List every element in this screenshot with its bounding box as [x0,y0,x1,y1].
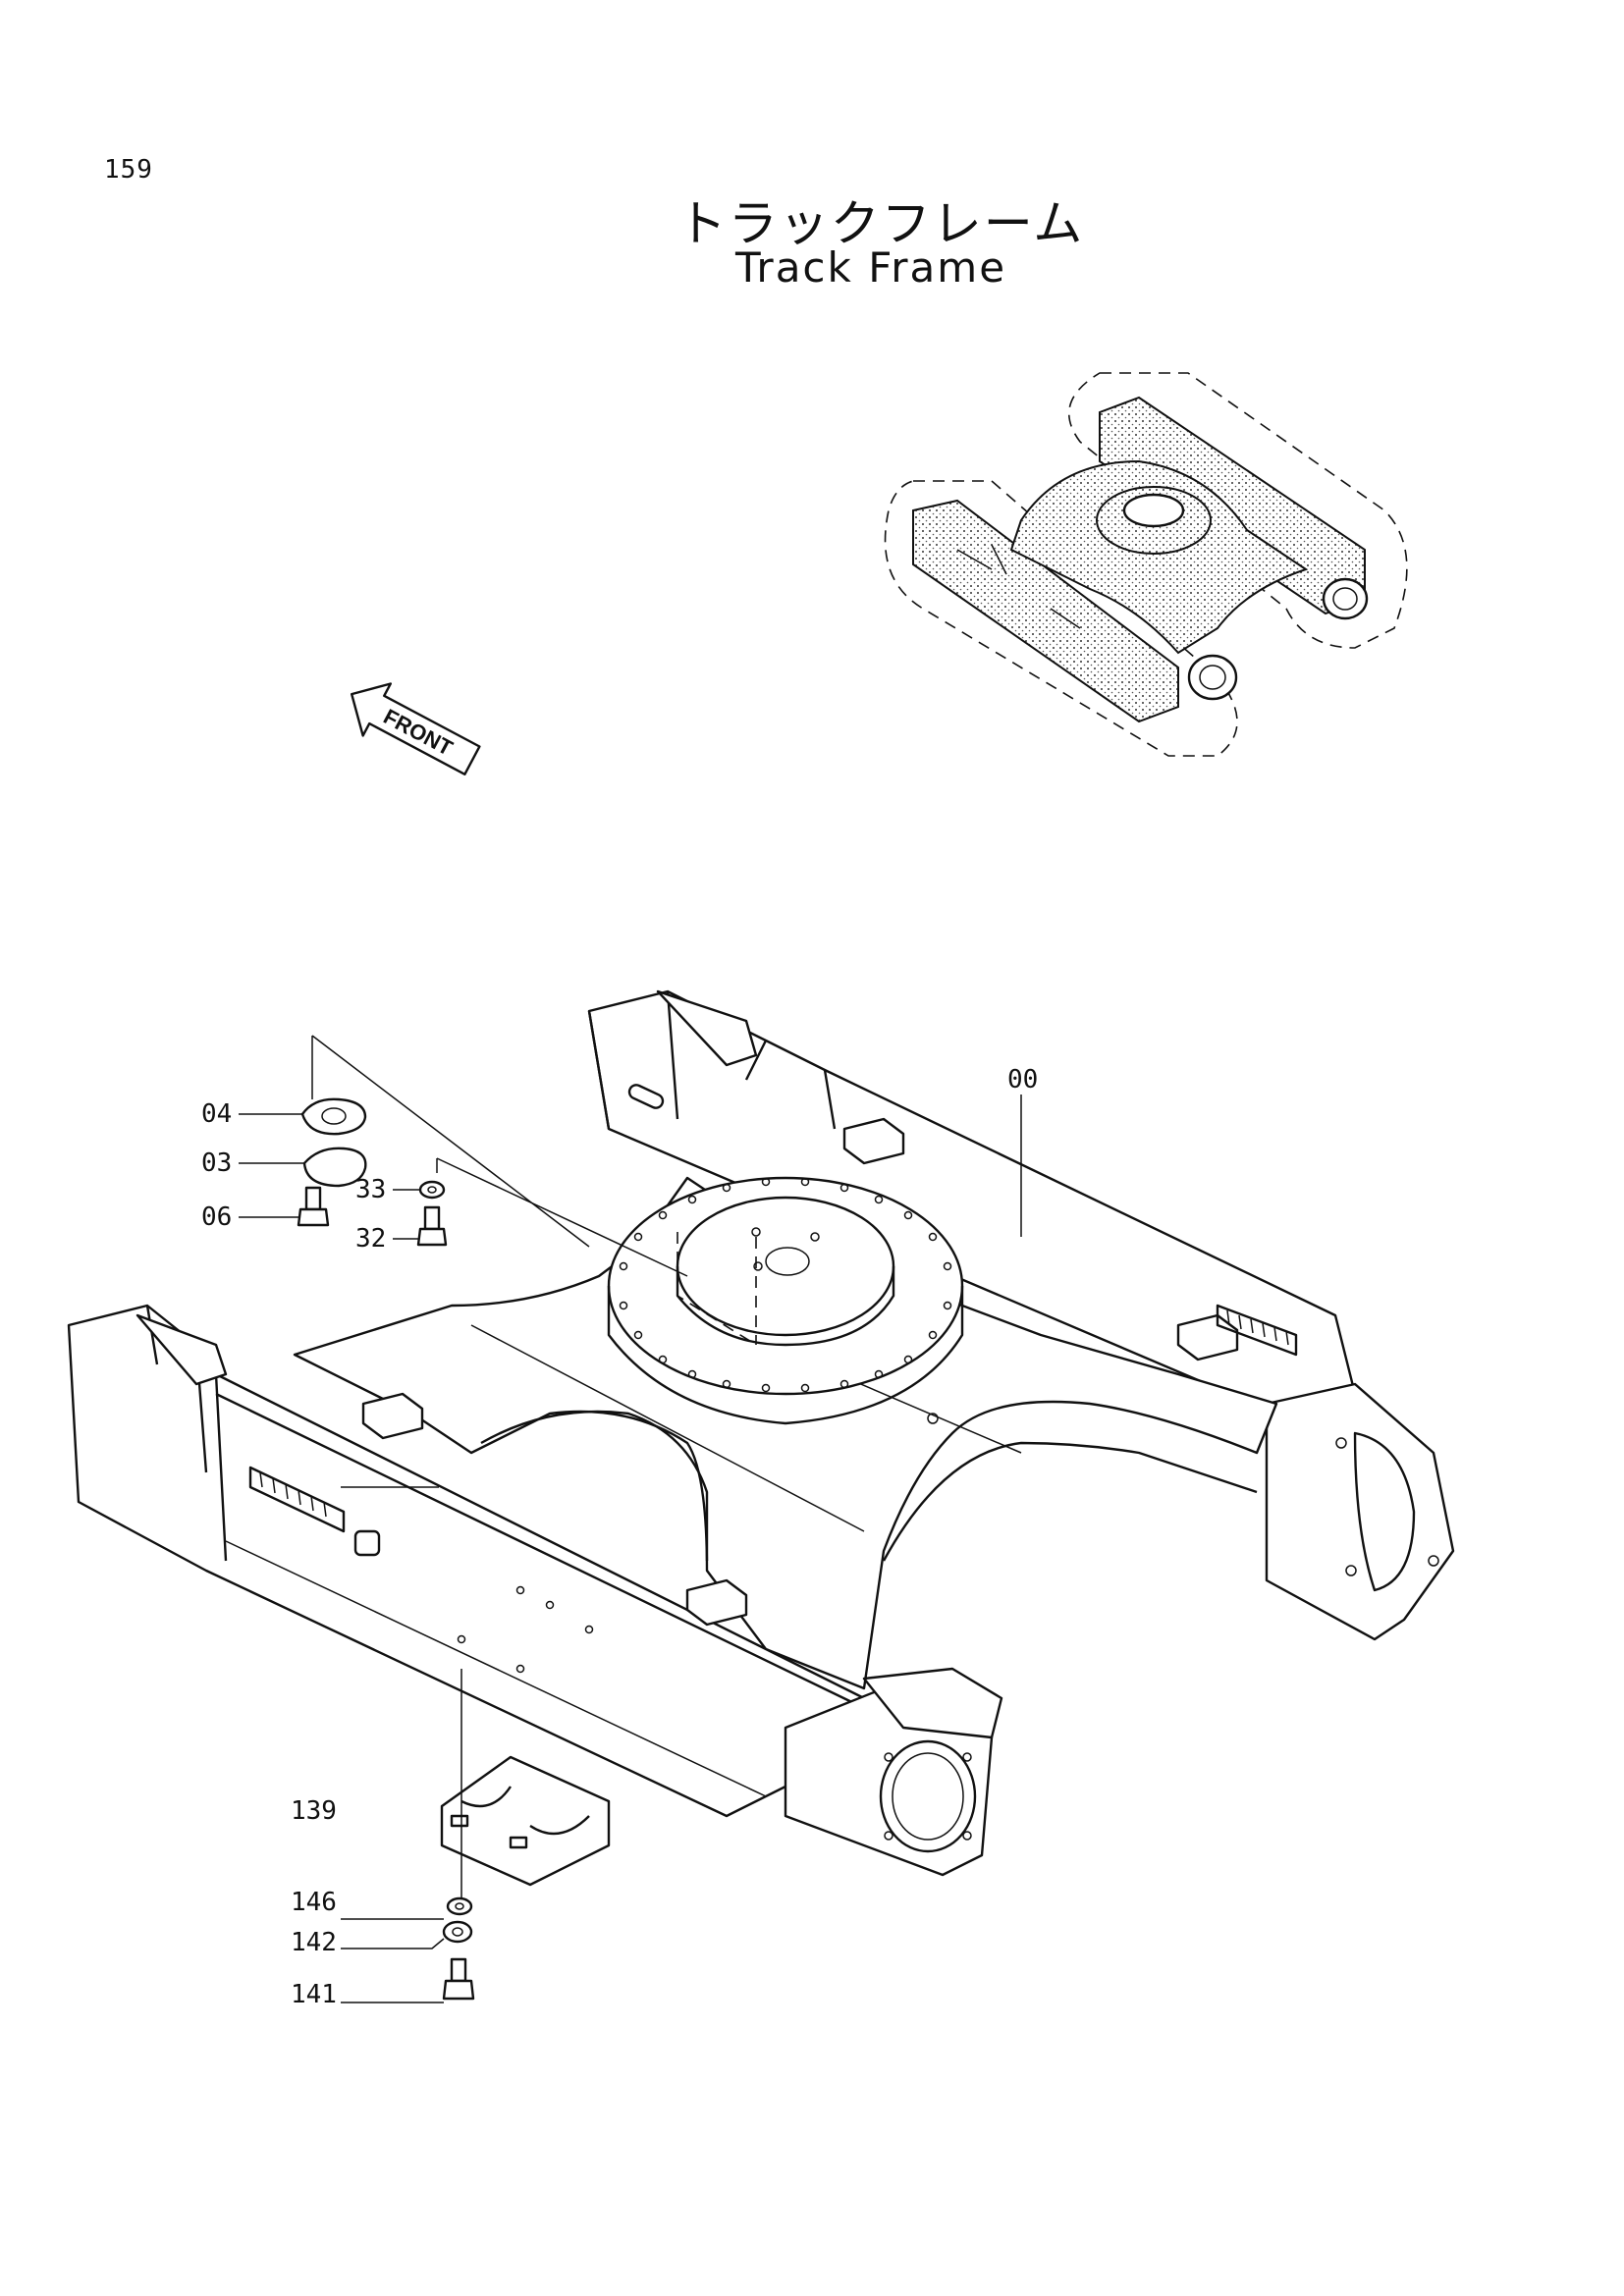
track-frame-drawing [67,989,1455,1877]
part-06-bolt [297,1186,330,1227]
front-arrow: FRONT [350,682,481,775]
callout-06: 06 [201,1202,232,1232]
callout-141: 141 [291,1980,337,2009]
page-title-japanese: トラックフレーム [677,195,1085,252]
callout-142: 142 [291,1928,337,1957]
part-04-gasket [300,1097,367,1136]
callout-03: 03 [201,1148,232,1178]
part-146-washer [446,1896,473,1916]
part-141-bolt [442,1957,475,2001]
part-33-washer [418,1180,446,1200]
overview-drawing [884,372,1408,757]
page-number: 159 [104,155,153,185]
callout-139: 139 [291,1796,337,1826]
page-title-english: Track Frame [734,243,1007,292]
arrow-left-icon [350,682,481,775]
callout-33: 33 [355,1175,386,1204]
part-32-bolt [416,1205,448,1247]
leader-lines [239,1035,1022,2003]
callout-146: 146 [291,1888,337,1917]
part-03-cover [302,1147,367,1188]
part-139-guard [440,1755,611,1887]
callout-00: 00 [1007,1065,1038,1095]
part-142-lock-washer [442,1920,473,1944]
swing-circle-bolts [619,1177,952,1393]
callout-32: 32 [355,1224,386,1254]
callout-04: 04 [201,1099,232,1129]
